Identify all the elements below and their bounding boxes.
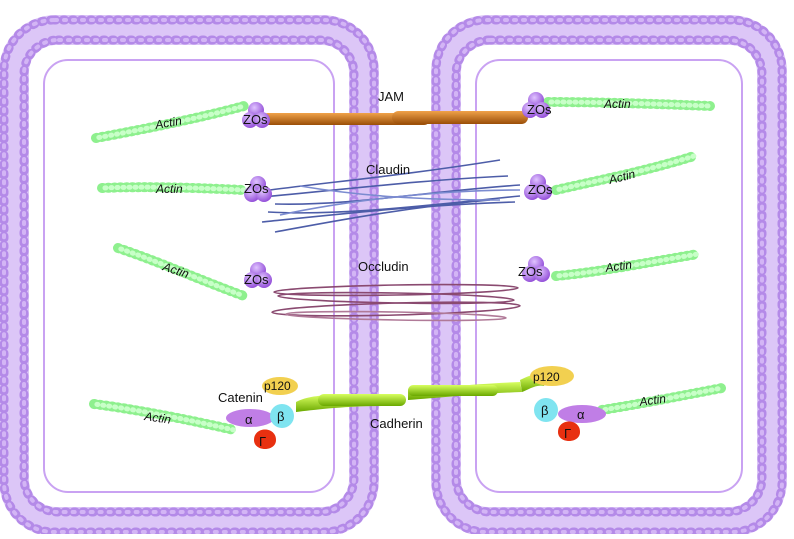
zos-label-right-1: ZOs	[527, 102, 552, 117]
zos-right-3: ZOs	[518, 256, 550, 282]
zos-label-right-2: ZOs	[528, 182, 553, 197]
zos-label-left-2: ZOs	[244, 181, 269, 196]
actin-label-right-1: Actin	[603, 97, 631, 111]
alpha-label-left: α	[245, 412, 253, 427]
actin-filament-left-3: Actin	[113, 243, 249, 301]
catenin-complex-right: p120 β α Γ	[530, 366, 606, 441]
left-cell-membrane	[0, 15, 379, 537]
actin-label-left-4: Actin	[143, 409, 173, 427]
jam-protein	[262, 111, 528, 125]
catenin-label: Catenin	[218, 390, 263, 405]
actin-filament-right-2: Actin	[551, 151, 699, 195]
actin-filament-left-2: Actin	[97, 182, 249, 196]
actin-filament-right-3: Actin	[551, 249, 703, 281]
cadherin-protein	[296, 374, 548, 412]
zos-label-left-3: ZOs	[244, 272, 269, 287]
cadherin-label: Cadherin	[370, 416, 423, 431]
p120-label-left: p120	[264, 379, 291, 393]
zos-label-right-3: ZOs	[518, 264, 543, 279]
right-cell-membrane	[431, 15, 787, 537]
actin-label-left-1: Actin	[153, 113, 183, 132]
zos-left-2: ZOs	[244, 176, 272, 202]
zos-right-2: ZOs	[524, 174, 553, 200]
p120-label-right: p120	[533, 370, 560, 384]
jam-label: JAM	[378, 89, 404, 104]
claudin-strands	[261, 159, 521, 233]
gamma-label-right: Γ	[564, 426, 571, 441]
actin-filament-right-4: Actin	[597, 383, 727, 415]
occludin-label: Occludin	[358, 259, 409, 274]
catenin-complex-left: p120 α β Γ	[226, 377, 298, 449]
actin-filament-left-4: Actin	[89, 399, 239, 435]
beta-label-left: β	[277, 409, 284, 424]
zos-left-1: ZOs	[242, 102, 270, 128]
beta-label-right: β	[541, 403, 548, 418]
zos-label-left-1: ZOs	[243, 112, 268, 127]
occludin-strands	[271, 283, 521, 322]
zos-left-3: ZOs	[244, 262, 272, 288]
claudin-label: Claudin	[366, 162, 410, 177]
actin-label-right-4: Actin	[637, 391, 667, 409]
actin-filament-left-1: Actin	[91, 101, 249, 143]
zos-right-1: ZOs	[522, 92, 552, 118]
actin-label-left-3: Actin	[160, 259, 191, 281]
actin-label-right-2: Actin	[606, 167, 637, 187]
alpha-label-right: α	[577, 407, 585, 422]
actin-label-left-2: Actin	[155, 182, 183, 196]
actin-label-right-3: Actin	[603, 257, 633, 275]
gamma-label-left: Γ	[259, 434, 266, 449]
actin-filament-right-1: Actin	[543, 97, 715, 111]
